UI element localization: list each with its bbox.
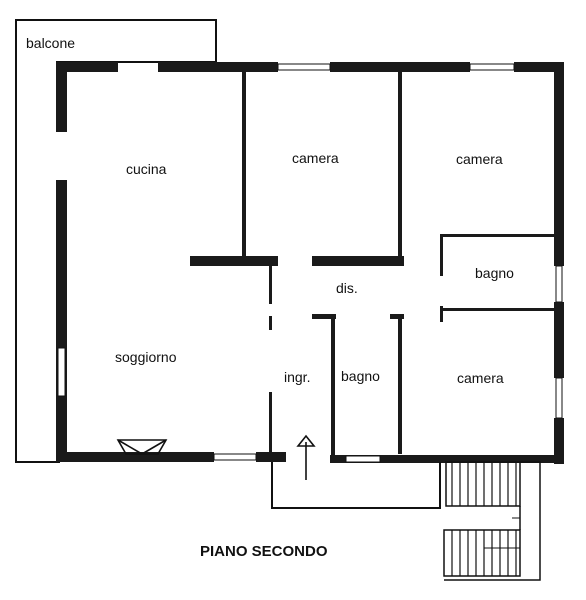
fireplace-symbol [116,439,168,455]
room-label-soggiorno: soggiorno [115,349,177,365]
entrance-arrow-icon [296,434,316,480]
room-label-ingr: ingr. [284,369,310,385]
plan-title: PIANO SECONDO [200,543,328,560]
balcony-outline [15,19,217,463]
outer-walls [56,62,564,464]
stair-treads [451,462,517,576]
room-label-dis: dis. [336,280,358,296]
entrance-and-stair [271,461,541,581]
room-label-bagno-center: bagno [341,368,380,384]
window-marks [57,63,563,463]
room-label-camera-bottom-right: camera [457,370,504,386]
interior-walls [190,72,556,462]
room-label-camera-top-middle: camera [292,150,339,166]
room-label-bagno-right: bagno [475,265,514,281]
room-label-camera-top-right: camera [456,151,503,167]
room-label-cucina: cucina [126,161,167,177]
room-label-balcone: balcone [26,35,75,51]
